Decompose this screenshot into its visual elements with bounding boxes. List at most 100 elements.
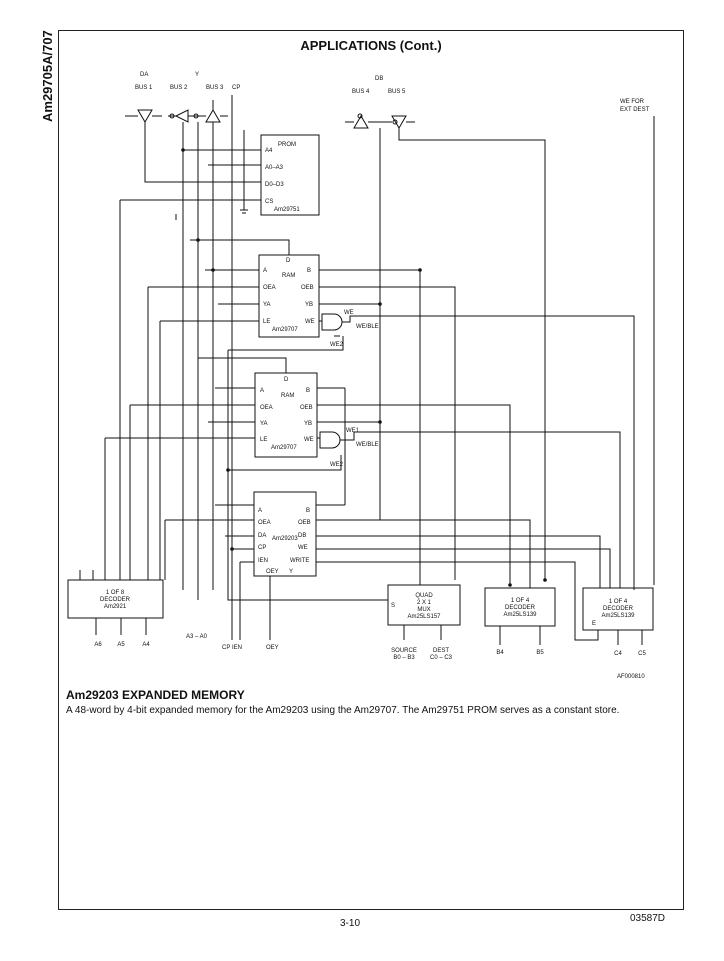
- label-db: DB: [375, 76, 383, 82]
- alu-pin-ien: IEN: [258, 558, 268, 564]
- ram1-d: D: [286, 258, 291, 264]
- buffer-bus1: [137, 109, 153, 123]
- ram2-gate-weble: WE/BLE: [356, 442, 379, 448]
- alu-pin-y: Y: [289, 569, 293, 575]
- ram2-pin-le: LE: [260, 437, 267, 443]
- alu-pin-cp: CP: [258, 545, 266, 551]
- mux-line1: QUAD: [415, 593, 433, 599]
- mux-out-b0b3: B0 – B3: [393, 655, 415, 661]
- decoder3-line1: 1 OF 4: [609, 599, 628, 605]
- side-title-text: Am29705A/707: [40, 30, 55, 122]
- alu-pin-da: DA: [258, 533, 266, 539]
- buffer-bus5: [391, 115, 407, 129]
- decoder2-line2: DECODER: [505, 605, 536, 611]
- ram1-pin-we: WE: [305, 319, 315, 325]
- am29203-chip: A OEA DA CP IEN B OEB DB WE WRITE Am2920…: [253, 491, 317, 577]
- decoder3-out-c5: C5: [638, 651, 646, 657]
- decoder1-out-a5: A5: [117, 642, 125, 648]
- mux-line3: MUX: [417, 607, 430, 613]
- ram2-and-gate: [319, 431, 341, 449]
- page-heading: APPLICATIONS (Cont.): [300, 38, 442, 53]
- decoder3-chip: 1 OF 4 DECODER Am25LS139 E C4 C5: [582, 587, 654, 657]
- label-bus3: BUS 3: [206, 85, 224, 91]
- mux-out-source: SOURCE: [391, 648, 417, 654]
- decoder1-line3: Am2921: [104, 604, 127, 610]
- label-cp: CP: [232, 85, 240, 91]
- prom-title: PROM: [278, 142, 296, 148]
- bus-buffers: [125, 109, 415, 129]
- decoder2-out-b5: B5: [536, 650, 544, 656]
- ram2-pin-yb: YB: [304, 421, 312, 427]
- document-number: 03587D: [630, 913, 666, 924]
- prom-pin-d0d3: D0–D3: [265, 182, 284, 188]
- ram2-d: D: [284, 377, 289, 383]
- ram2-pin-a: A: [260, 388, 264, 394]
- label-bus1: BUS 1: [135, 85, 153, 91]
- ram1-pin-le: LE: [263, 319, 270, 325]
- label-we-ext-1: WE FOR: [620, 99, 645, 105]
- mux-line2: 2 X 1: [417, 600, 432, 606]
- ram1-pin-b: B: [307, 268, 311, 274]
- decoder2-line1: 1 OF 4: [511, 598, 530, 604]
- decoder2-line3: Am25LS139: [503, 612, 537, 618]
- label-bus5: BUS 5: [388, 89, 406, 95]
- alu-pin-b: B: [306, 508, 310, 514]
- decoder2-chip: 1 OF 4 DECODER Am25LS139 B4 B5: [484, 587, 556, 656]
- caption-text: A 48-word by 4-bit expanded memory for t…: [66, 705, 620, 716]
- ram2-gate-we2: WE2: [330, 462, 344, 468]
- ram1-title: RAM: [282, 273, 295, 279]
- mux-line4: Am25LS157: [407, 614, 441, 620]
- decoder1-line1: 1 OF 8: [106, 590, 125, 596]
- decoder2-out-b4: B4: [496, 650, 504, 656]
- alu-pin-we: WE: [298, 545, 308, 551]
- ram1-and-gate: [321, 313, 343, 331]
- ram2-title: RAM: [281, 393, 294, 399]
- wiring: [79, 95, 655, 645]
- decoder3-out-c4: C4: [614, 651, 622, 657]
- decoder1-chip: 1 OF 8 DECODER Am2921 A6 A5 A4: [67, 579, 164, 648]
- mux-out-dest: DEST: [433, 648, 449, 654]
- prom-pin-a4: A4: [265, 148, 273, 154]
- caption-title: Am29203 EXPANDED MEMORY: [66, 688, 245, 702]
- label-bus2: BUS 2: [170, 85, 188, 91]
- prom-pin-cs: CS: [265, 199, 273, 205]
- ram2-part: Am29707: [271, 445, 297, 451]
- label-we-ext-2: EXT DEST: [620, 107, 650, 113]
- decoder3-line3: Am25LS139: [601, 613, 635, 619]
- ram1-gate-weble: WE/BLE: [356, 324, 379, 330]
- ram1-gate-we: WE: [344, 310, 354, 316]
- ram1-chip: D RAM A OEA YA LE B OEB YB WE Am29707 WE…: [258, 254, 379, 348]
- mux-s: S: [391, 603, 395, 609]
- bottom-label-cp: CP: [222, 645, 230, 651]
- ram2-chip: D RAM A OEA YA LE B OEB YB WE Am29707 WE…: [254, 372, 379, 468]
- prom-chip: PROM A4 A0–A3 D0–D3 CS Am29751: [260, 134, 320, 216]
- ram2-pin-ya: YA: [260, 421, 268, 427]
- ram1-pin-ya: YA: [263, 302, 271, 308]
- alu-pin-oey: OEY: [266, 569, 279, 575]
- ram2-pin-oeb: OEB: [300, 405, 313, 411]
- prom-pin-a0a3: A0–A3: [265, 165, 284, 171]
- decoder1-out-a4: A4: [142, 642, 150, 648]
- alu-pin-a: A: [258, 508, 262, 514]
- bottom-label-ien: IEN: [232, 645, 242, 651]
- bus-labels: DA Y CP DB BUS 1 BUS 2 BUS 3 BUS 4 BUS 5…: [135, 72, 650, 113]
- alu-pin-db: DB: [298, 533, 306, 539]
- buffer-bus2: [174, 109, 189, 123]
- mux-chip: QUAD 2 X 1 MUX Am25LS157 S SOURCE B0 – B…: [387, 584, 461, 661]
- ram1-pin-oea: OEA: [263, 285, 276, 291]
- ram1-pin-a: A: [263, 268, 267, 274]
- ram2-pin-b: B: [306, 388, 310, 394]
- ram1-pin-oeb: OEB: [301, 285, 314, 291]
- decoder3-line2: DECODER: [603, 606, 634, 612]
- buffer-bus3: [205, 109, 221, 123]
- figure-id: AF000810: [617, 674, 645, 680]
- decoder3-e: E: [592, 621, 596, 627]
- bottom-label-a3a0: A3 – A0: [186, 634, 208, 640]
- alu-pin-write: WRITE: [290, 558, 309, 564]
- label-bus4: BUS 4: [352, 89, 370, 95]
- ram2-pin-we: WE: [304, 437, 314, 443]
- schematic-diagram: DA Y CP DB BUS 1 BUS 2 BUS 3 BUS 4 BUS 5…: [67, 72, 655, 680]
- label-da: DA: [140, 72, 148, 78]
- side-title: Am29705A/707: [18, 30, 55, 130]
- decoder1-out-a6: A6: [94, 642, 102, 648]
